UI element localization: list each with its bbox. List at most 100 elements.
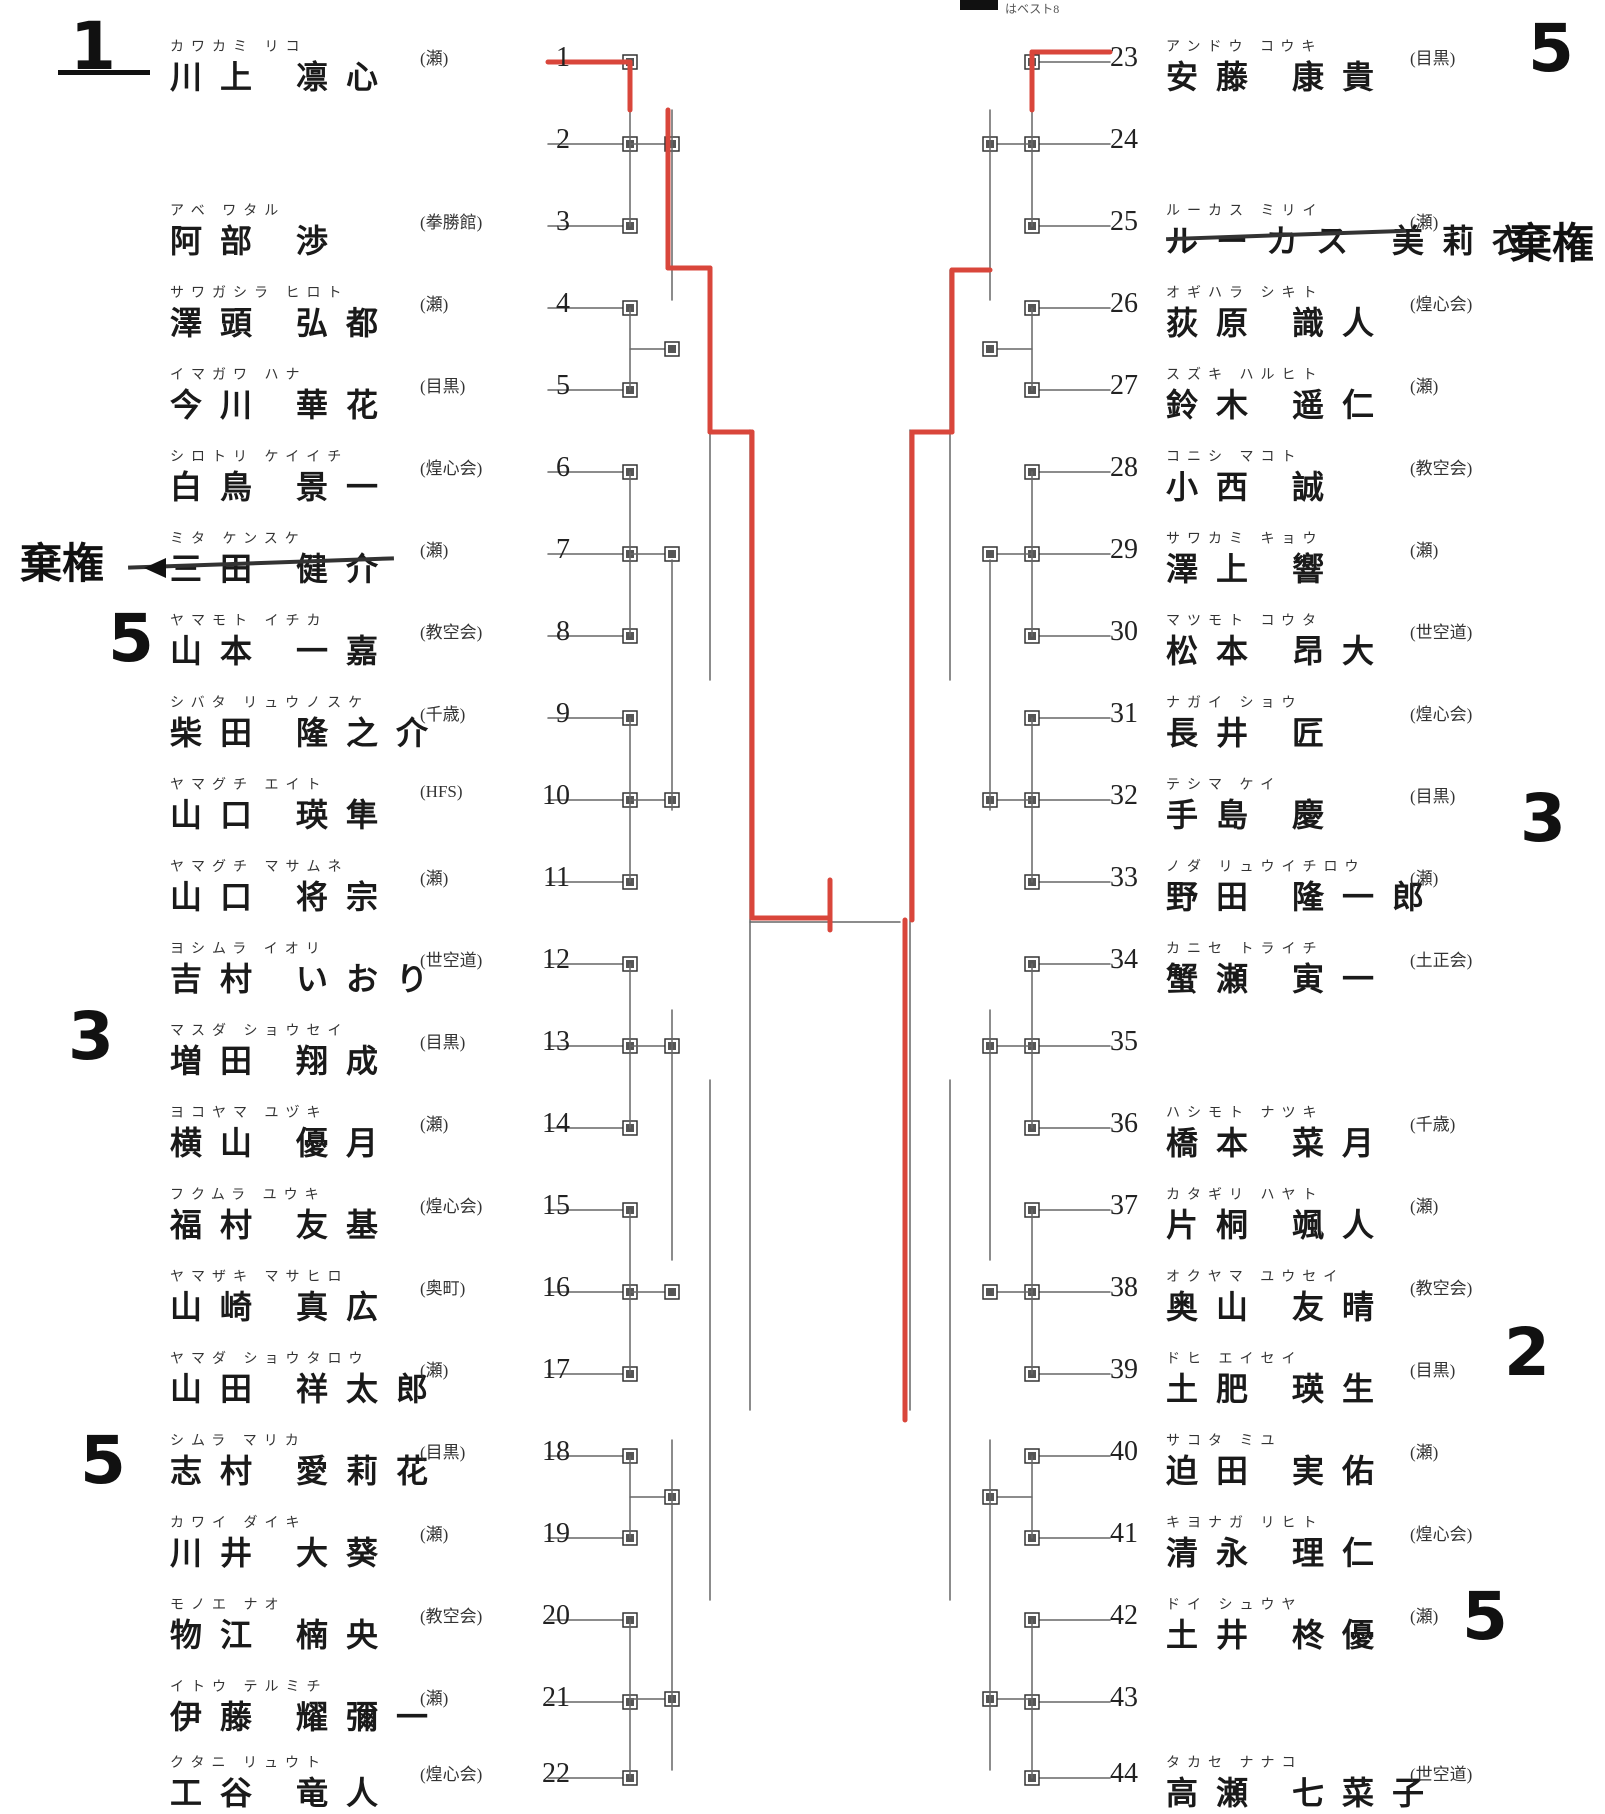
club: (世空道) [1410,1765,1473,1784]
seed-number: 28 [1110,452,1138,483]
right-round2-box-fill [986,550,994,558]
club: (瀬) [420,1361,449,1380]
left-entry: ヤマグチ マサムネ山口 将宗(瀬)11 [170,856,590,915]
seed-number: 14 [542,1108,570,1139]
seed-number: 33 [1110,862,1138,893]
header-black-block [960,0,998,10]
kana: アベ ワタル [170,204,286,219]
seed-number: 1 [556,42,570,73]
club: (瀬) [420,1689,449,1708]
left-entry: イトウ テルミチ伊藤 耀彌一(瀬)21 [170,1676,590,1735]
kana: カニセ トライチ [1166,942,1324,957]
rank-mark-3-left: 3 [68,998,114,1075]
player-name: 野田 隆一郎 [1166,879,1443,915]
seed-number: 31 [1110,698,1138,729]
rank-mark-3-right: 3 [1520,780,1566,857]
club: (煌心会) [420,459,483,478]
kana: ノダ リュウイチロウ [1166,860,1366,875]
kana: スズキ ハルヒト [1166,368,1324,383]
left-round2-box-fill [668,345,676,353]
club: (目黒) [420,1033,466,1052]
rank-mark-5-right-lower: 5 [1462,1578,1508,1655]
kana: マスダ ショウセイ [170,1024,349,1039]
seed-number: 15 [542,1190,570,1221]
club: (瀬) [1410,377,1439,396]
seed-number: 18 [542,1436,570,1467]
player-name: 福村 友基 [170,1207,397,1243]
seed-number: 26 [1110,288,1138,319]
player-name: 土井 柊優 [1166,1617,1393,1653]
player-name: 増田 翔成 [170,1043,397,1079]
seed-number: 41 [1110,1518,1138,1549]
player-name: 澤上 響 [1166,551,1343,587]
club: (教空会) [1410,459,1473,478]
player-name: 山口 将宗 [170,879,397,915]
rank-mark-5-top-right: 5 [1528,10,1574,87]
club: (千歳) [1410,1115,1456,1134]
club: (煌心会) [420,1765,483,1784]
seed-number: 35 [1110,1026,1138,1057]
club: (瀬) [1410,1443,1439,1462]
seed-number: 9 [556,698,570,729]
seed-number: 12 [542,944,570,975]
club: (土正会) [1410,951,1473,970]
left-entry: ヨシムラ イオリ吉村 いおり(世空道)12 [170,938,590,997]
left-entry-withdrawn: ミタ ケンスケ三田 健介(瀬)7 [170,528,590,587]
withdrawn-arrow-left [120,558,166,578]
player-name: 橋本 菜月 [1166,1125,1393,1161]
left-entry: ヤマダ ショウタロウ山田 祥太郎(瀬)17 [170,1348,590,1407]
club: (瀬) [420,541,449,560]
player-name: 蟹瀬 寅一 [1166,961,1393,997]
player-name: 山本 一嘉 [170,633,397,669]
player-name: 今川 華花 [170,387,397,423]
club: (瀬) [420,49,449,68]
kana: ヤマグチ エイト [170,778,328,793]
seed-number: 36 [1110,1108,1138,1139]
club: (教空会) [420,623,483,642]
left-entry: アベ ワタル阿部 渉(拳勝館)3 [170,200,590,259]
kana: モノエ ナオ [170,1598,286,1613]
kana: ヤマザキ マサヒロ [170,1270,349,1285]
club: (瀬) [420,295,449,314]
kana: フクムラ ユウキ [170,1188,326,1203]
player-name: ルーカス 美莉衣 [1166,223,1543,259]
seed-number: 2 [556,124,570,155]
header-fragment: はベスト8 [1005,2,1060,16]
player-name: 物江 楠央 [170,1617,397,1653]
left-entry: ヤマグチ エイト山口 瑛隼(HFS)10 [170,774,590,833]
player-name: 柴田 隆之介 [170,715,447,751]
player-name: 山崎 真広 [170,1289,397,1325]
player-name: 小西 誠 [1166,469,1343,505]
kana: コニシ マコト [1166,450,1303,465]
club: (瀬) [1410,213,1439,232]
player-name: 長井 匠 [1166,715,1343,751]
rank-mark-5-left-lower: 5 [80,1422,126,1499]
player-name: 伊藤 耀彌一 [170,1699,447,1735]
kana: シロトリ ケイイチ [170,450,349,465]
underline-mark [58,70,150,75]
kana: サコタ ミユ [1166,1434,1282,1449]
left-entry: シムラ マリカ志村 愛莉花(目黒)18 [170,1430,590,1489]
left-entry: マスダ ショウセイ増田 翔成(目黒)13 [170,1020,590,1079]
withdrawn-note-left: 棄権 [20,539,105,588]
kana: ルーカス ミリイ [1166,204,1324,219]
left-entry: カワカミ リコ川上 凛心(瀬)1 [170,36,590,95]
seed-number: 5 [556,370,570,401]
kana: ヤマダ ショウタロウ [170,1352,370,1367]
club: (目黒) [420,377,466,396]
club: (瀬) [1410,541,1439,560]
player-name: 澤頭 弘都 [170,305,397,341]
club: (瀬) [420,869,449,888]
club: (目黒) [1410,787,1456,806]
seed-number: 24 [1110,124,1138,155]
seed-number: 22 [542,1758,570,1789]
